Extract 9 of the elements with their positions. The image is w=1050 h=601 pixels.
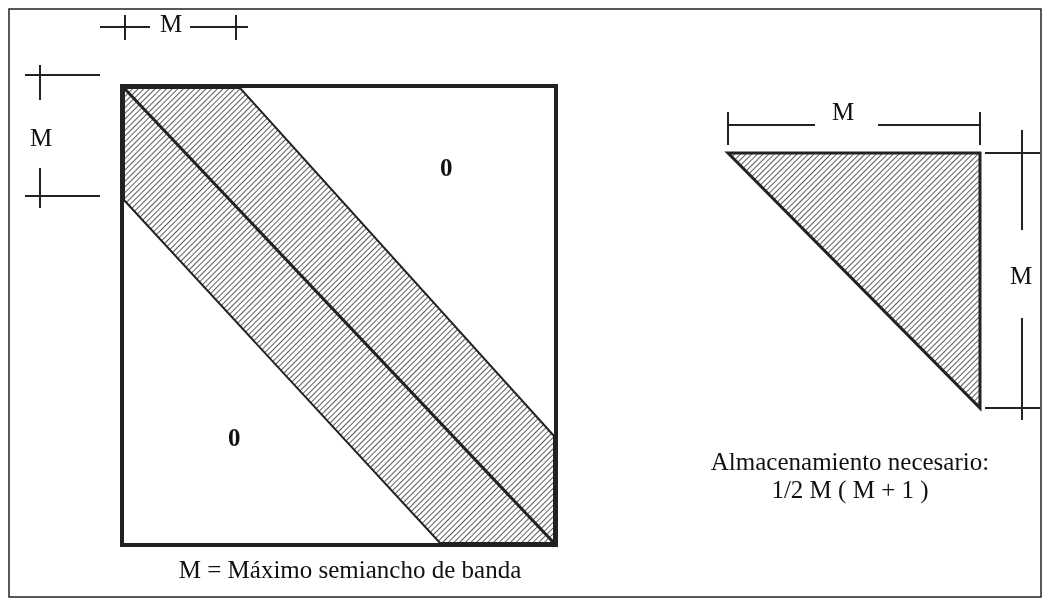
- storage-note: Almacenamiento necesario:: [710, 448, 990, 476]
- dimension-label: M: [160, 10, 183, 38]
- matrix-zero: 0: [228, 424, 241, 452]
- dimension-label: M: [1010, 262, 1033, 290]
- matrix-zero: 0: [440, 154, 453, 182]
- dimension-label: M: [30, 124, 53, 152]
- caption: M = Máximo semiancho de banda: [178, 556, 522, 584]
- dimension-label: M: [832, 98, 855, 126]
- storage-formula: 1/2 M ( M + 1 ): [771, 476, 929, 504]
